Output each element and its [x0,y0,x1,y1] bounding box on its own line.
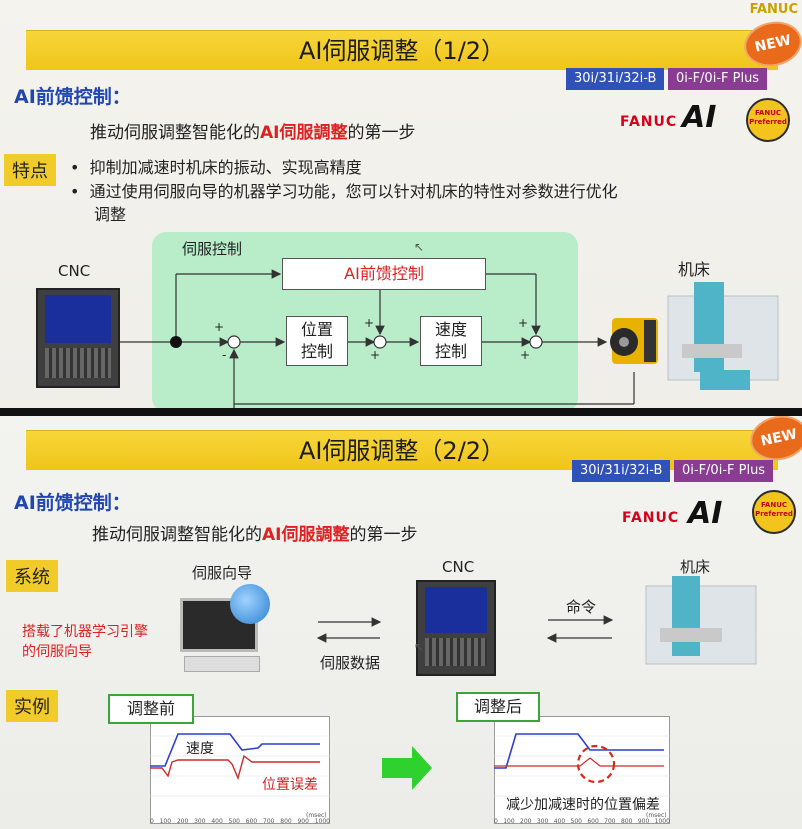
series-tag: 30i/31i/32i-B [572,460,671,482]
slide-divider [0,408,802,416]
models-tag: 0i-F/0i-F Plus [674,460,774,482]
slide-title-bar: AI伺服调整（1/2） [26,30,778,70]
system-arrows [316,576,757,790]
plus-sign: + [518,316,529,330]
ai-feedforward-box: AI前馈控制 [282,258,486,290]
machine-label: 机床 [678,260,711,279]
brand-logo: FANUC AI [620,100,717,135]
feature-bullet-1: • 抑制加减速时机床的振动、实现高精度 [70,158,362,177]
computer-image [180,584,270,680]
servo-control-label: 伺服控制 [182,240,243,258]
after-label: 调整后 [456,692,540,722]
section-heading: AI前馈控制： [14,86,131,108]
mouse-cursor-icon: ↖ [414,240,425,254]
cnc-label: CNC [58,262,91,280]
preferred-logo: FANUC Preferred [752,490,796,534]
cnc-controller-image [36,288,120,388]
corner-brand-logo: FANUC [749,2,798,17]
plus-sign: + [214,320,225,334]
subtitle: 推动伺服调整智能化的AI伺服調整的第一步 [92,525,418,545]
servo-data-label: 伺服数据 [320,654,381,672]
models-tag: 0i-F/0i-F Plus [668,68,768,90]
position-error-legend: 位置误差 [262,777,318,793]
slide-title: AI伺服调整（2/2） [298,437,506,465]
series-tag: 30i/31i/32i-B [566,68,665,90]
position-control-box: 位置控制 [286,316,348,366]
section-heading: AI前馈控制： [14,492,131,514]
tuning-graphs [150,733,670,797]
mouse-cursor-icon: ↖ [414,640,425,654]
machine-label: 机床 [680,558,711,576]
speed-legend: 速度 [186,741,214,757]
feature-bullet-2: • 通过使用伺服向导的机器学习功能，您可以针对机床的特性对参数进行优化 调整 [70,182,618,224]
subtitle: 推动伺服调整智能化的AI伺服調整的第一步 [90,123,416,143]
cnc-label: CNC [442,558,475,576]
plus-sign: + [520,348,531,362]
ml-note: 搭载了机器学习引擎的伺服向导 [22,624,148,660]
brand-logo: FANUC AI [622,496,723,531]
speed-control-box: 速度控制 [420,316,482,366]
servo-guide-label: 伺服向导 [192,564,253,582]
x-axis-unit-after: (msec) [646,812,667,819]
control-flow-diagram [120,269,779,408]
plus-sign: + [370,348,381,362]
after-note: 减少加减速时的位置偏差 [506,797,660,813]
plus-sign: + [364,316,375,330]
minus-sign: - [222,348,227,362]
feature-tag: 特点 [4,154,56,186]
slide-2: AI伺服调整（2/2） NEW AI前馈控制： 30i/31i/32i-B 0i… [0,416,802,829]
slide-1: FANUC AI伺服调整（1/2） NEW AI前馈控制： 30i/31i/32… [0,0,802,408]
slide-title-bar: AI伺服调整（2/2） [26,430,778,470]
slide-title: AI伺服调整（1/2） [298,37,506,65]
preferred-logo: FANUC Preferred [746,98,790,142]
before-label: 调整前 [108,694,194,724]
x-axis-unit-before: (msec) [306,812,327,819]
cnc-controller-image [416,580,496,676]
system-tag: 系统 [6,560,58,592]
example-tag: 实例 [6,690,58,722]
command-label: 命令 [566,598,597,616]
